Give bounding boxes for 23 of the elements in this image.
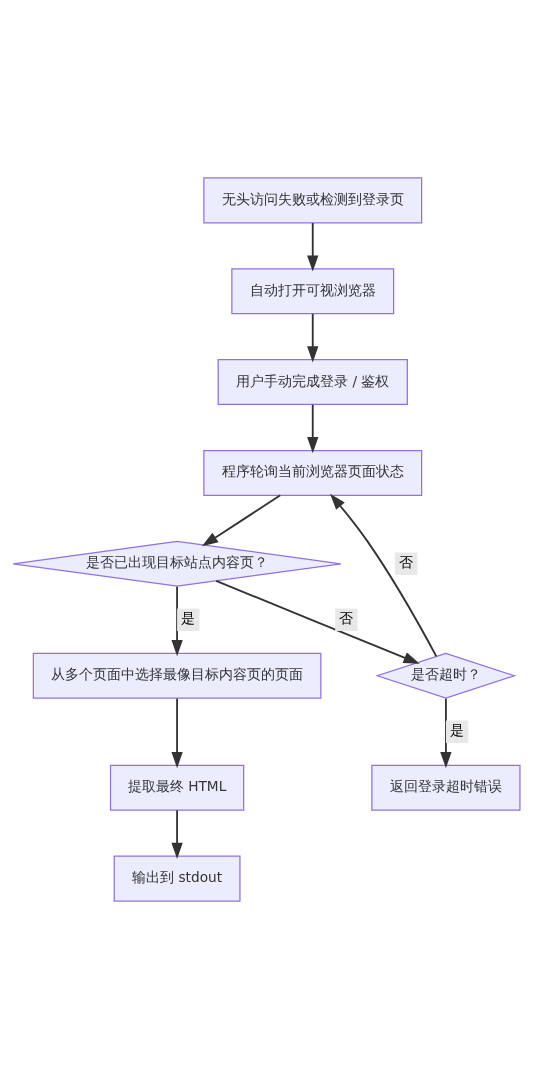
arrow	[171, 808, 183, 859]
arrow	[171, 585, 183, 656]
arrow	[307, 221, 319, 272]
edge-label: 是	[180, 609, 195, 626]
node-box: 自动打开可视浏览器	[231, 267, 395, 314]
node-box: 提取最终 HTML	[109, 764, 245, 811]
edge-label: 否	[398, 553, 413, 570]
arrow	[307, 403, 319, 453]
node-box: 返回登录超时错误	[371, 764, 521, 811]
arrow	[171, 697, 183, 768]
arrow	[330, 493, 438, 657]
edge-label: 是	[449, 721, 464, 738]
node-diamond: 是否已出现目标站点内容页？	[12, 540, 342, 587]
edge-label: 否	[338, 609, 353, 626]
node-box: 程序轮询当前浏览器页面状态	[203, 449, 423, 496]
node-box: 输出到 stdout	[113, 855, 241, 902]
arrow	[215, 579, 420, 664]
node-box: 无头访问失败或检测到登录页	[203, 176, 423, 223]
arrow	[307, 312, 319, 362]
arrow	[201, 493, 282, 546]
node-box: 从多个页面中选择最像目标内容页的页面	[32, 652, 322, 699]
node-box: 用户手动完成登录 / 鉴权	[217, 358, 408, 405]
arrow	[440, 697, 452, 768]
